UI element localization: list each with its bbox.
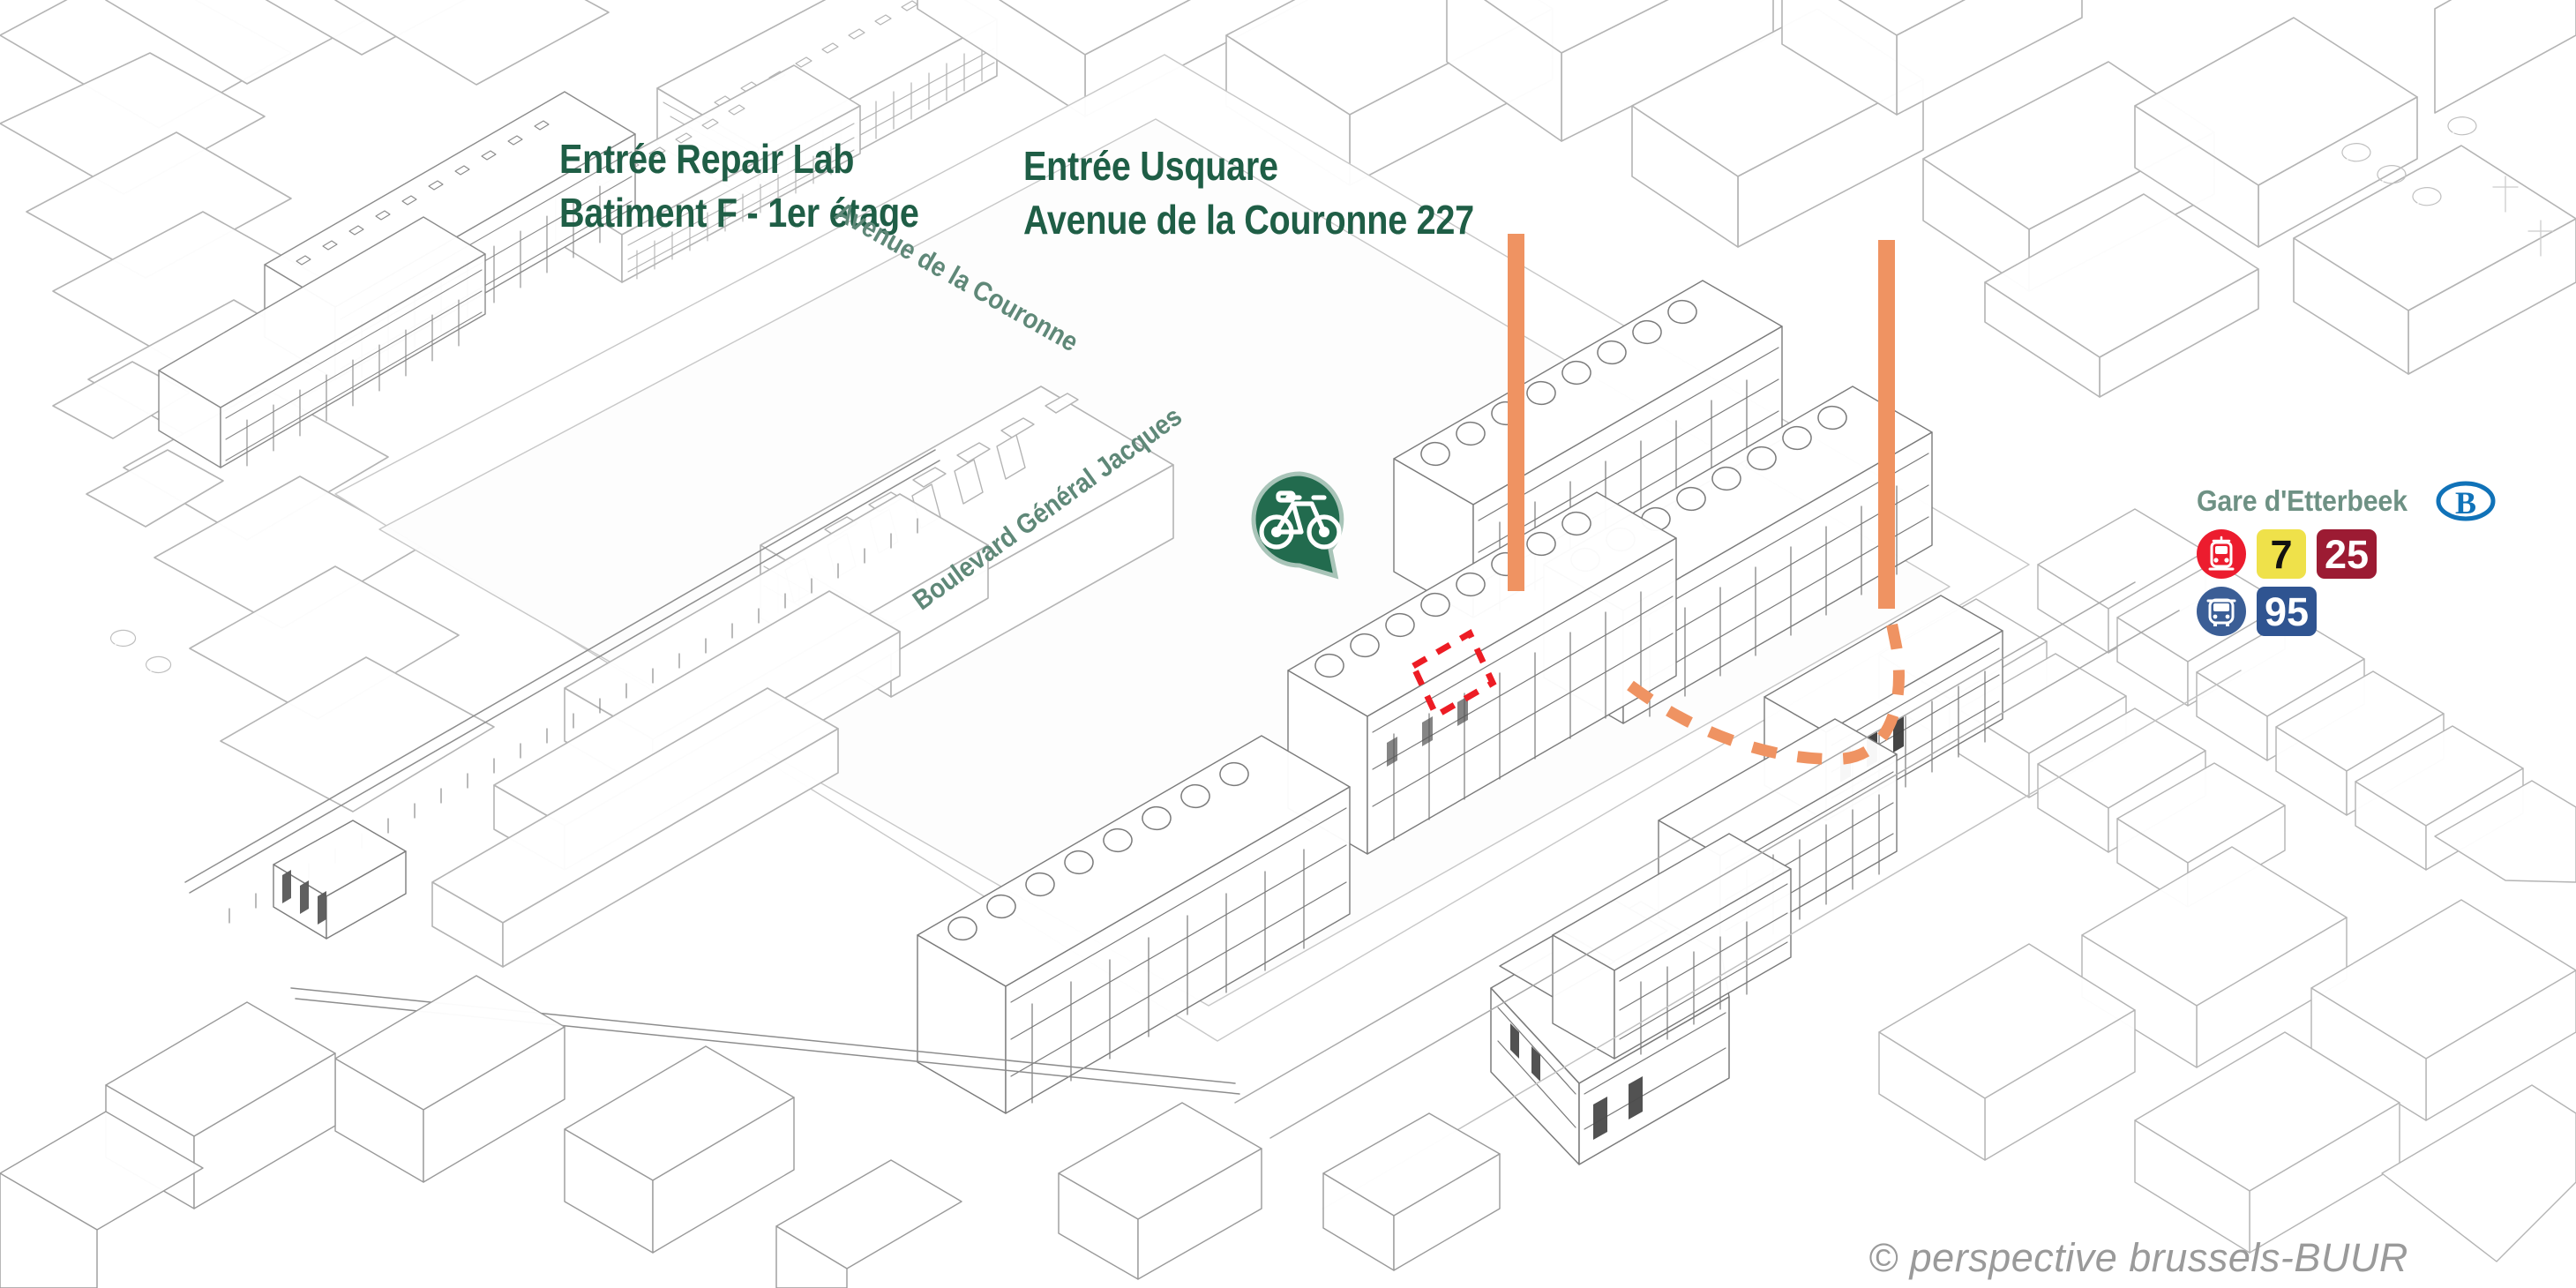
tram-line-7-number: 7 — [2270, 531, 2293, 577]
bus-icon — [2197, 587, 2246, 636]
entry-marker-repair-lab — [1508, 234, 1524, 591]
entry-marker-usquare — [1878, 240, 1895, 609]
bus-line-badge-95[interactable]: 95 — [2257, 587, 2317, 636]
tram-line-badge-7[interactable]: 7 — [2257, 529, 2306, 579]
transit-row-bus: 95 — [2197, 587, 2523, 636]
tram-icon — [2197, 529, 2246, 579]
sncb-b-logo: B — [2436, 481, 2496, 521]
target-zone-repair-lab — [1409, 629, 1497, 720]
entry-label-repair-lab-line2: Batiment F - 1er étage — [559, 190, 919, 236]
route-path-dashed — [1627, 616, 1905, 765]
bike-parking-pin[interactable] — [1243, 468, 1356, 581]
entry-label-repair-lab-line1: Entrée Repair Lab — [559, 136, 855, 182]
map-credit: © perspective brussels-BUUR — [1868, 1235, 2408, 1280]
svg-text:B: B — [2455, 485, 2476, 520]
station-name-label: Gare d'Etterbeek — [2197, 484, 2408, 517]
transit-info-block: Gare d'Etterbeek B 7 — [2197, 481, 2523, 636]
bus-line-95-number: 95 — [2264, 588, 2310, 634]
tram-line-badge-25[interactable]: 25 — [2317, 529, 2377, 579]
entry-label-usquare-line2: Avenue de la Couronne 227 — [1023, 197, 1474, 243]
entry-label-repair-lab: Entrée Repair Lab Batiment F - 1er étage — [559, 132, 919, 240]
transit-station-header: Gare d'Etterbeek B — [2197, 481, 2523, 521]
entry-label-usquare-line1: Entrée Usquare — [1023, 143, 1278, 189]
transit-row-tram: 7 25 — [2197, 529, 2523, 579]
tram-line-25-number: 25 — [2324, 531, 2370, 577]
bicycle-icon — [1259, 490, 1342, 550]
entry-label-usquare: Entrée Usquare Avenue de la Couronne 227 — [1023, 139, 1474, 247]
